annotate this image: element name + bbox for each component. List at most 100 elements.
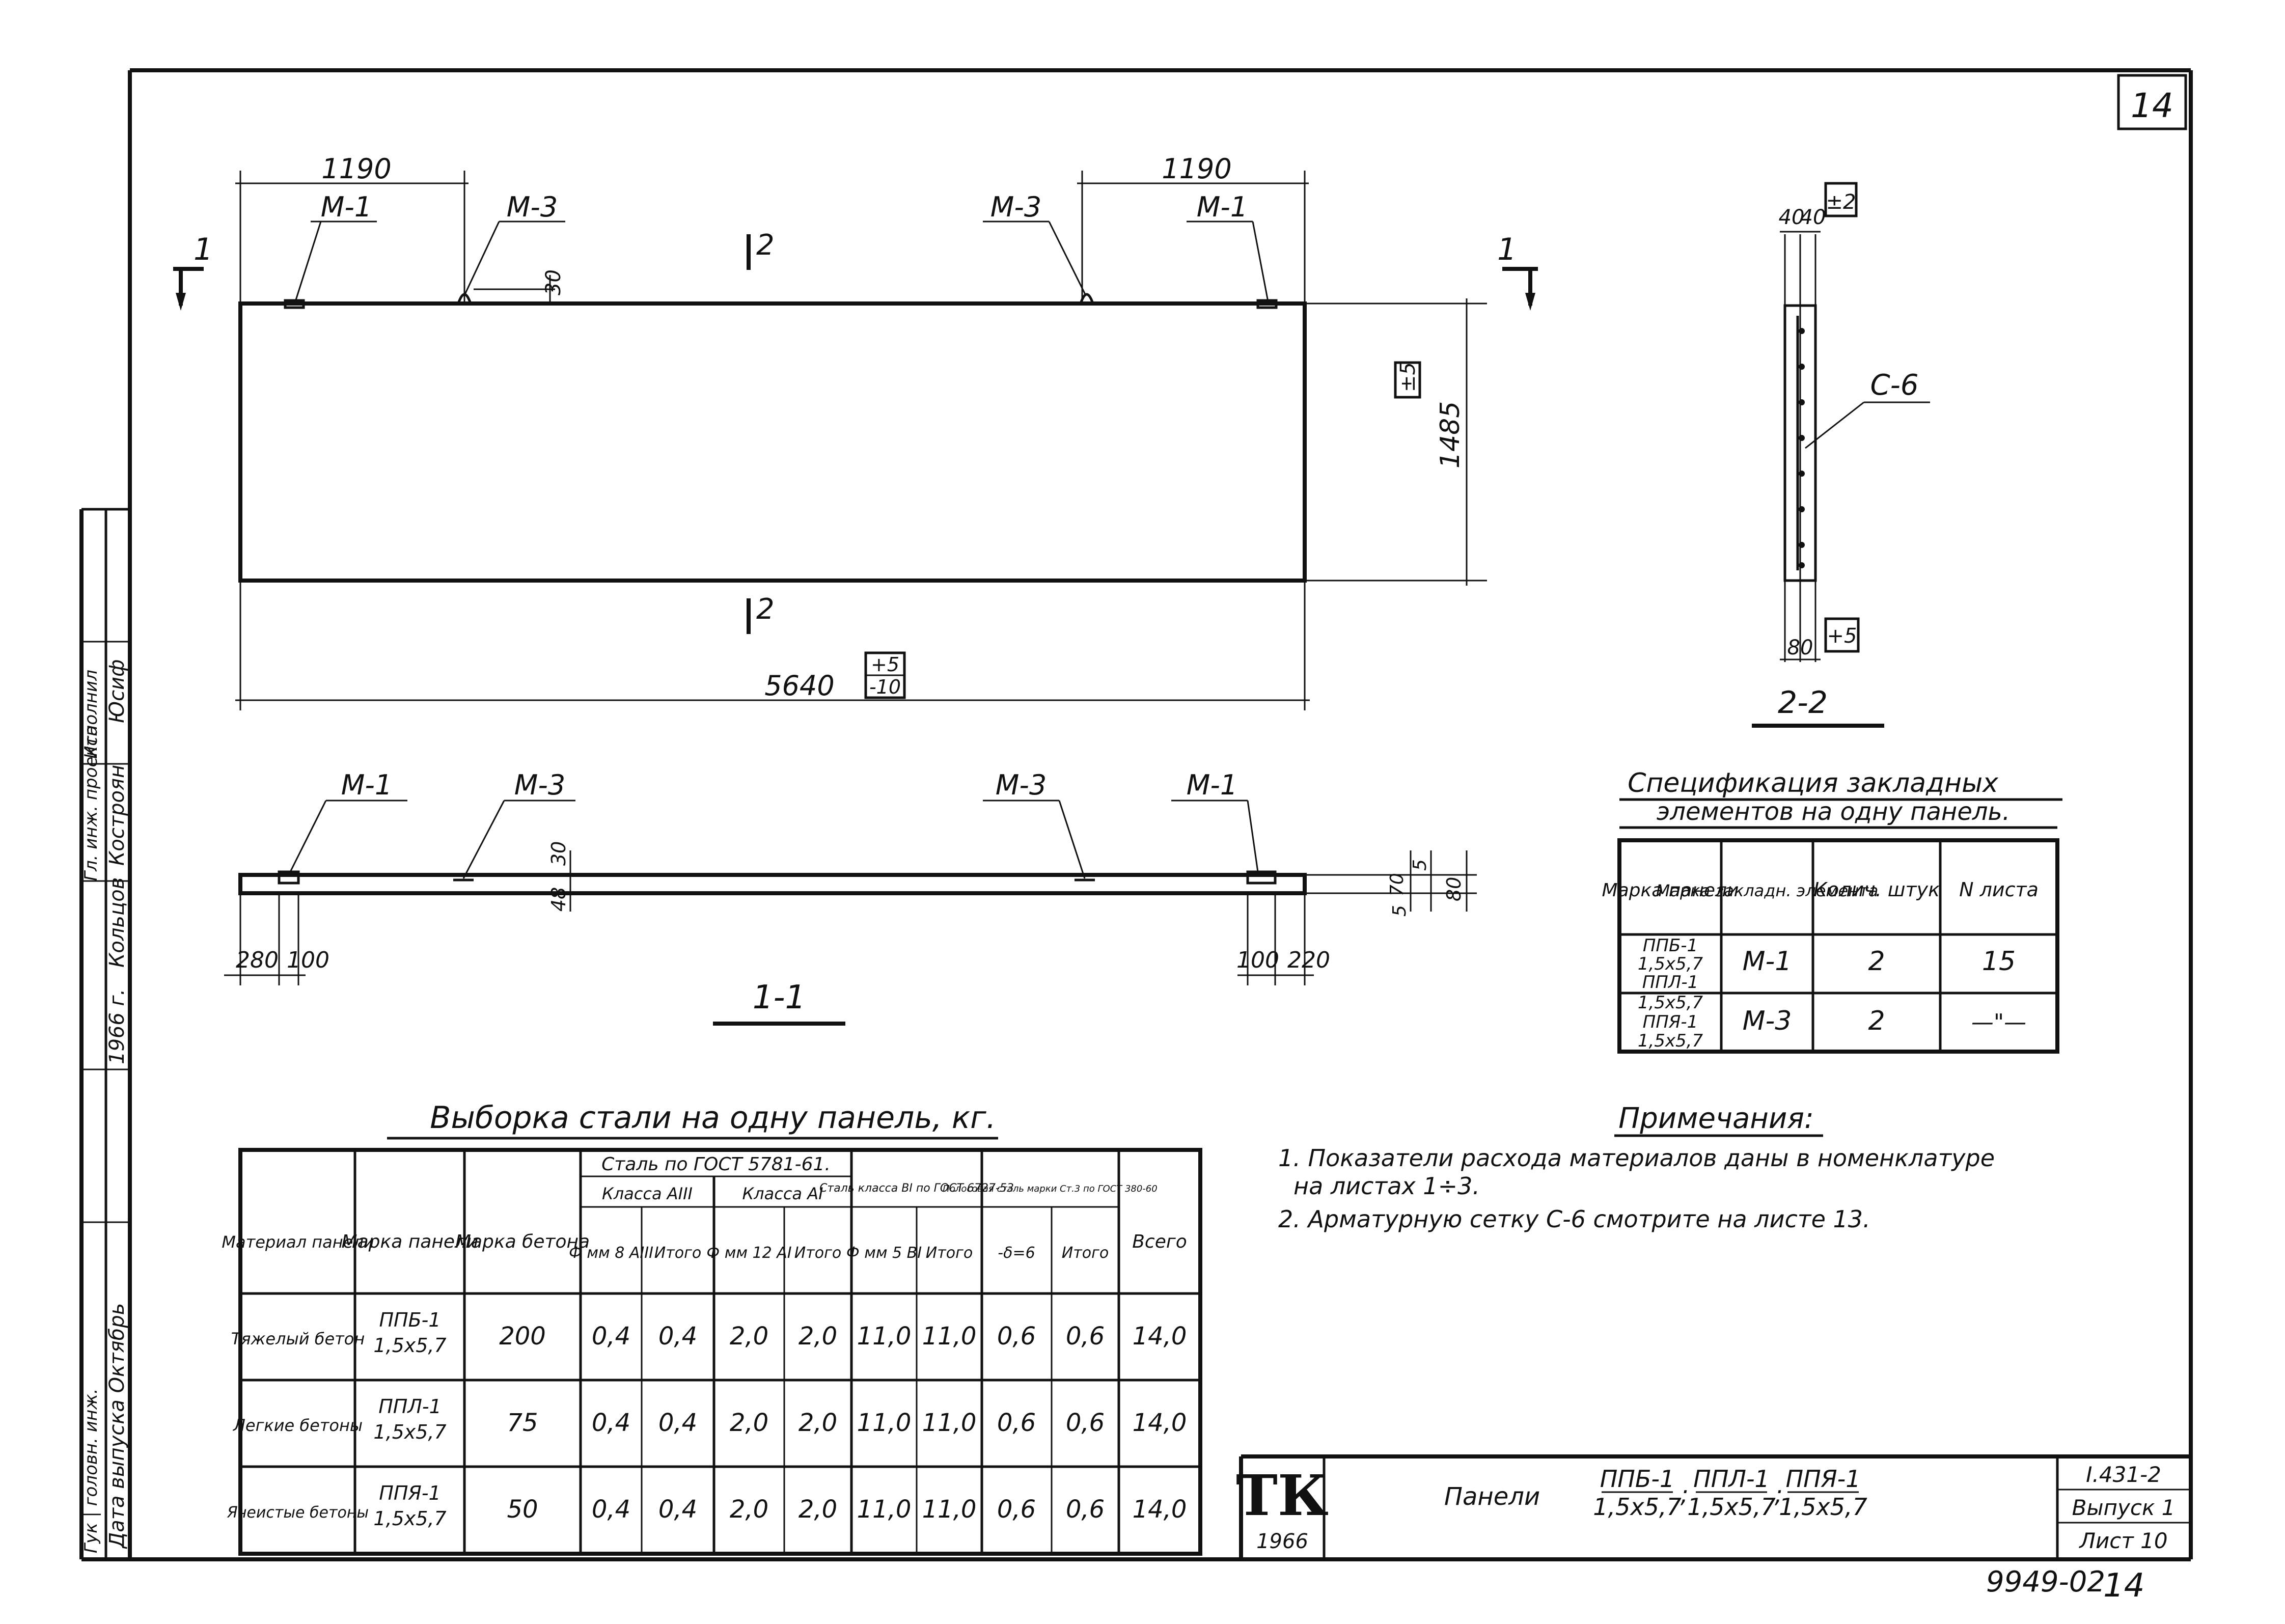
dim-1190-right: 1190 bbox=[1162, 153, 1231, 185]
sheet-frame bbox=[79, 68, 2193, 1561]
spec-panel-1a: ППБ-1 bbox=[1643, 935, 1698, 956]
steel-r2-mark: ППЛ-1 bbox=[378, 1395, 442, 1418]
section-mark-2-top: 2 bbox=[756, 229, 775, 262]
tb-year: 1966 bbox=[1256, 1530, 1308, 1553]
spec-title-1: Спецификация закладных bbox=[1628, 768, 1999, 799]
logo-tk: ТК bbox=[1236, 1463, 1329, 1528]
steel-r2-v5: 11,0 bbox=[857, 1409, 912, 1437]
notes-line-1: 1. Показатели расхода материалов даны в … bbox=[1278, 1144, 1995, 1172]
spec-panel-2b: 1,5х5,7 bbox=[1638, 993, 1703, 1013]
steel-h-material: Материал панели bbox=[222, 1232, 374, 1252]
tolerance-top: ±2 bbox=[1826, 190, 1856, 214]
caption-1-1: 1-1 bbox=[753, 979, 806, 1016]
spec-row1-qty: 2 bbox=[1868, 946, 1885, 977]
dim-1190-left: 1190 bbox=[321, 153, 391, 185]
steel-r1-concrete: 200 bbox=[499, 1322, 546, 1351]
steel-r1-v4: 2,0 bbox=[799, 1322, 837, 1351]
s11-dim-5a: 5 bbox=[1389, 905, 1410, 917]
tb-series: I.431-2 bbox=[2086, 1462, 2161, 1487]
stamp-page: 14 bbox=[2103, 1567, 2144, 1605]
length-tol-minus: -10 bbox=[869, 676, 901, 698]
tb-name: Панели bbox=[1444, 1482, 1540, 1511]
label-mesh-c6: С-6 bbox=[1870, 369, 1919, 402]
steel-r2-size: 1,5х5,7 bbox=[373, 1421, 446, 1443]
dim-80-section22: 80 bbox=[1787, 636, 1813, 659]
spec-row2-sheet: —"— bbox=[1971, 1009, 2026, 1035]
steel-sub-7: -δ=6 bbox=[998, 1244, 1035, 1262]
steel-r3-v6: 11,0 bbox=[922, 1495, 977, 1524]
sheet-number: 14 bbox=[2131, 86, 2173, 125]
sheet-number-box: 14 bbox=[2117, 74, 2187, 130]
s11-m1-right bbox=[1246, 870, 1277, 885]
spec-h-element: Марка закладн. элемента bbox=[1656, 881, 1879, 900]
dim-40-b: 40 bbox=[1800, 206, 1826, 229]
s11-dim-48: 48 bbox=[547, 887, 570, 912]
steel-r1-v5: 11,0 bbox=[857, 1322, 912, 1351]
cut-mark-1-right: 1 bbox=[1497, 232, 1517, 267]
steel-h-concrete: Марка бетона bbox=[455, 1231, 590, 1252]
steel-r1-total: 14,0 bbox=[1133, 1322, 1187, 1351]
dim-40-a: 40 bbox=[1779, 206, 1805, 229]
steel-r3-concrete: 50 bbox=[507, 1495, 538, 1524]
steel-r3-v7: 0,6 bbox=[997, 1495, 1036, 1524]
spec-row2-qty: 2 bbox=[1868, 1006, 1885, 1036]
s11-dim-100-left: 100 bbox=[287, 947, 329, 973]
steel-sub-8: Итого bbox=[1062, 1244, 1109, 1262]
steel-r2-v2: 0,4 bbox=[658, 1409, 697, 1437]
s11-dim-70: 70 bbox=[1387, 873, 1408, 896]
spec-row2-element: М-3 bbox=[1743, 1006, 1792, 1036]
m1-left-marker bbox=[284, 299, 305, 309]
steel-r3-material: Ячеистые бетоны bbox=[227, 1504, 369, 1522]
spec-panel-3a: ППЯ-1 bbox=[1643, 1012, 1698, 1032]
steel-r2-v6: 11,0 bbox=[922, 1409, 977, 1437]
steel-sub-6: Итого bbox=[926, 1244, 973, 1262]
steel-r2-v4: 2,0 bbox=[799, 1409, 837, 1437]
steel-h-a3: Класса АIII bbox=[602, 1184, 693, 1203]
stamp-code: 9949-02 bbox=[1986, 1565, 2105, 1599]
steel-row-1: Тяжелый бетон ППБ-1 1,5х5,7 200 0,4 0,4 … bbox=[231, 1309, 1187, 1357]
steel-sub-4: Итого bbox=[794, 1244, 841, 1262]
steel-h-strip: Полосовая сталь марки Ст.3 по ГОСТ 380-6… bbox=[943, 1183, 1157, 1194]
strip-text-4: 1966 г. bbox=[105, 989, 129, 1064]
strip-text-1: Гук | головн. инж. bbox=[81, 1388, 101, 1553]
label-m3-right: М-3 bbox=[990, 191, 1041, 223]
steel-title: Выборка стали на одну панель, кг. bbox=[430, 1100, 996, 1136]
steel-r1-material: Тяжелый бетон bbox=[231, 1329, 365, 1348]
strip-text-7: Юсиф bbox=[105, 659, 129, 723]
steel-row-2: Легкие бетоны ППЛ-1 1,5х5,7 75 0,4 0,4 2… bbox=[233, 1395, 1187, 1443]
s11-label-m1-right: М-1 bbox=[1187, 769, 1237, 801]
steel-h-a1: Класса АI bbox=[742, 1184, 823, 1203]
notes-line-3: 2. Арматурную сетку С-6 смотрите на лист… bbox=[1278, 1205, 1870, 1233]
steel-r1-v7: 0,6 bbox=[997, 1322, 1036, 1351]
tolerance-bottom: +5 bbox=[1827, 624, 1857, 648]
spec-table: Спецификация закладных элементов на одну… bbox=[1602, 768, 2062, 1054]
notes: Примечания: 1. Показатели расхода матери… bbox=[1278, 1102, 1995, 1233]
s11-dim-30: 30 bbox=[547, 841, 570, 866]
tb-mark1-top: ППБ-1 bbox=[1600, 1465, 1675, 1493]
s11-dim-5b: 5 bbox=[1410, 859, 1430, 871]
strip-text-8: Дата выпуска Октябрь bbox=[105, 1303, 129, 1549]
steel-r3-total: 14,0 bbox=[1133, 1495, 1187, 1524]
steel-sub-3: Ф мм 12 АI bbox=[706, 1244, 791, 1262]
strip-text-5: Кольцов bbox=[105, 877, 129, 968]
spec-row1-sheet: 15 bbox=[1982, 946, 2016, 977]
steel-r3-v4: 2,0 bbox=[799, 1495, 837, 1524]
steel-h-mark: Марка панели bbox=[342, 1231, 479, 1252]
side-strip: Гук | головн. инж. Гл. инж. проекта Испо… bbox=[81, 509, 130, 1559]
notes-line-2: на листах 1÷3. bbox=[1293, 1172, 1480, 1200]
tb-mark1-bot: 1,5х5,7 bbox=[1593, 1493, 1682, 1521]
s11-dim-220-right: 220 bbox=[1287, 947, 1330, 973]
title-block: ТК 1966 Панели ППБ-1 1,5х5,7 ; ППЛ-1 1,5… bbox=[1236, 1454, 2191, 1559]
s11-label-m3-right: М-3 bbox=[996, 769, 1047, 801]
tb-mark2-bot: 1,5х5,7 bbox=[1687, 1493, 1776, 1521]
strip-text-6: Костроян bbox=[105, 765, 129, 866]
steel-r1-v6: 11,0 bbox=[922, 1322, 977, 1351]
spec-title-2: элементов на одну панель. bbox=[1657, 797, 2010, 826]
s11-label-m1-left: М-1 bbox=[341, 769, 392, 801]
spec-panel-3b: 1,5х5,7 bbox=[1638, 1031, 1703, 1051]
steel-r1-size: 1,5х5,7 bbox=[373, 1334, 446, 1357]
label-m1-left: М-1 bbox=[321, 191, 372, 223]
steel-r2-v3: 2,0 bbox=[730, 1409, 768, 1437]
m3-right-marker bbox=[1079, 293, 1094, 304]
